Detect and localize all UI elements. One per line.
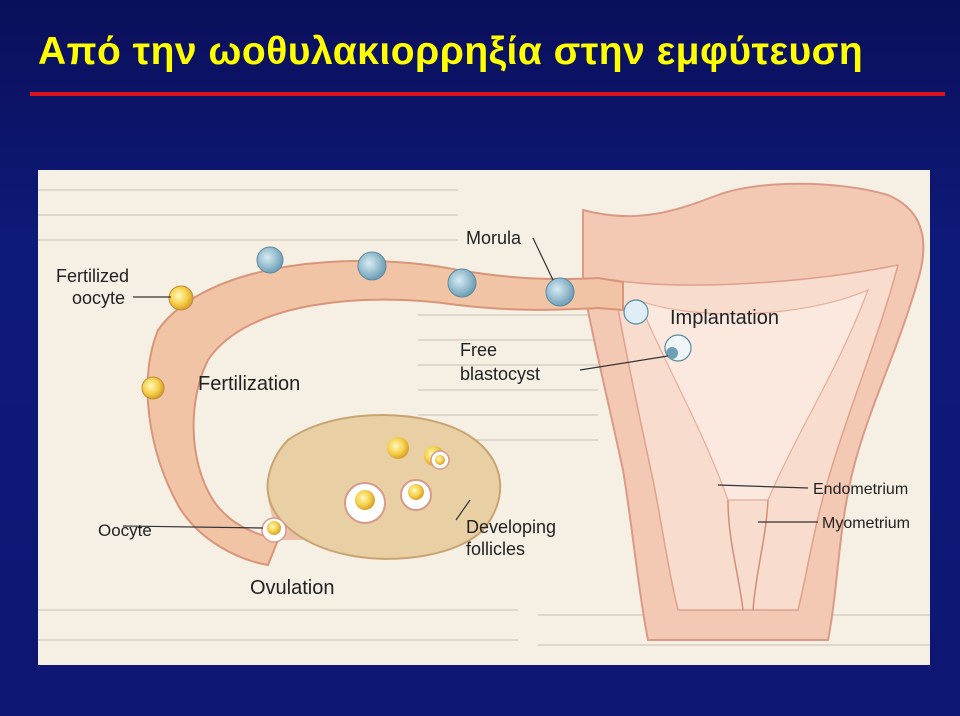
embryo-cells <box>141 246 692 543</box>
label-fertilized-oocyte-line2: oocyte <box>72 288 125 308</box>
slide-title: Από την ωοθυλακιορρηξία στην εμφύτευση <box>38 30 864 73</box>
label-developing-follicles-line1: Developing <box>466 517 556 537</box>
background-page-texture <box>38 189 930 646</box>
label-free-blastocyst-line1: Free <box>460 340 497 360</box>
title-underline <box>30 92 945 96</box>
label-endometrium: Endometrium <box>813 481 908 498</box>
ovulation-to-implantation-diagram: Morula Fertilized oocyte Implantation Fr… <box>38 170 930 665</box>
uterus <box>582 182 925 641</box>
label-oocyte: Oocyte <box>98 521 152 540</box>
label-fertilization: Fertilization <box>198 373 300 395</box>
label-fertilized-oocyte-line1: Fertilized <box>56 266 129 286</box>
label-pointers <box>122 237 818 529</box>
label-implantation: Implantation <box>670 307 779 329</box>
label-morula: Morula <box>466 228 522 248</box>
label-ovulation: Ovulation <box>250 577 335 599</box>
ovary <box>266 414 502 560</box>
label-myometrium: Myometrium <box>822 515 910 532</box>
diagram-svg: Morula Fertilized oocyte Implantation Fr… <box>38 182 930 646</box>
label-developing-follicles-line2: follicles <box>466 539 525 559</box>
label-free-blastocyst-line2: blastocyst <box>460 364 540 384</box>
